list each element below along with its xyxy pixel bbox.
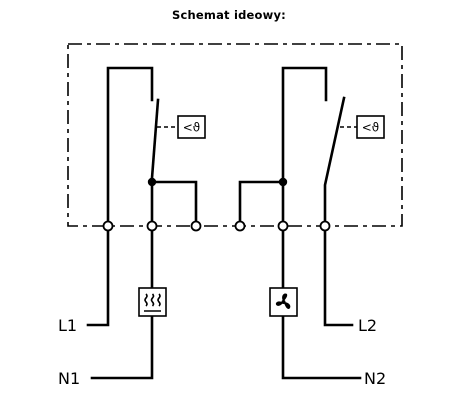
diagram-title: Schemat ideowy:	[172, 8, 286, 22]
fan-icon	[275, 293, 291, 309]
thermostat-1-symbol: <ϑ	[183, 121, 200, 135]
wire-l2	[323, 96, 354, 327]
wire-l1	[86, 66, 154, 327]
left-circuit: <ϑ	[86, 66, 206, 380]
wire-common-left	[90, 180, 198, 380]
junction-dot	[278, 177, 288, 187]
terminal-block	[102, 220, 331, 232]
label-l1: L1	[58, 316, 77, 335]
junction-dot	[147, 177, 157, 187]
terminal	[319, 220, 331, 232]
label-n2: N2	[364, 369, 386, 388]
terminal	[190, 220, 202, 232]
terminal	[234, 220, 246, 232]
heater-icon	[144, 293, 161, 312]
terminal	[146, 220, 158, 232]
label-n1: N1	[58, 369, 80, 388]
terminal	[277, 220, 289, 232]
wire-switch-2-top	[281, 66, 328, 184]
housing-enclosure	[67, 43, 403, 227]
fan-box	[269, 287, 298, 317]
thermostat-2-box	[356, 115, 385, 139]
thermostat-1-contact	[150, 98, 160, 180]
wire-common-right	[238, 180, 362, 380]
terminal	[102, 220, 114, 232]
label-l2: L2	[358, 316, 377, 335]
thermostat-2-symbol: <ϑ	[362, 121, 379, 135]
thermostat-1-box	[177, 115, 206, 139]
